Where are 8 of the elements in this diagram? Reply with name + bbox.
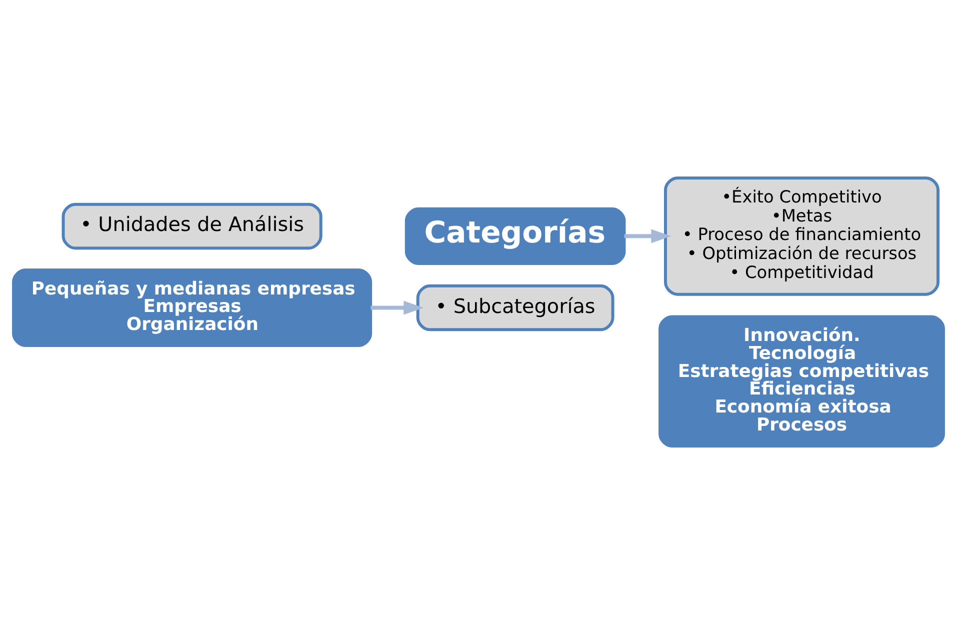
- node-box: Innovación. Tecnología Estrategias competitivas Eficiencias Economía exitosa Procesos: [658, 315, 945, 448]
- node-box: Categorías: [404, 207, 626, 265]
- node-box: •Éxito Competitivo •Metas • Proceso de financiamiento • Optimización de recursos • Competitividad: [664, 176, 940, 296]
- arrow: [624, 229, 672, 244]
- node-box: Pequeñas y medianas empresas Empresas Organización: [12, 268, 372, 348]
- node-box: • Subcategorías: [416, 284, 614, 332]
- node-box: • Unidades de Análisis: [62, 202, 322, 250]
- arrow: [370, 300, 424, 315]
